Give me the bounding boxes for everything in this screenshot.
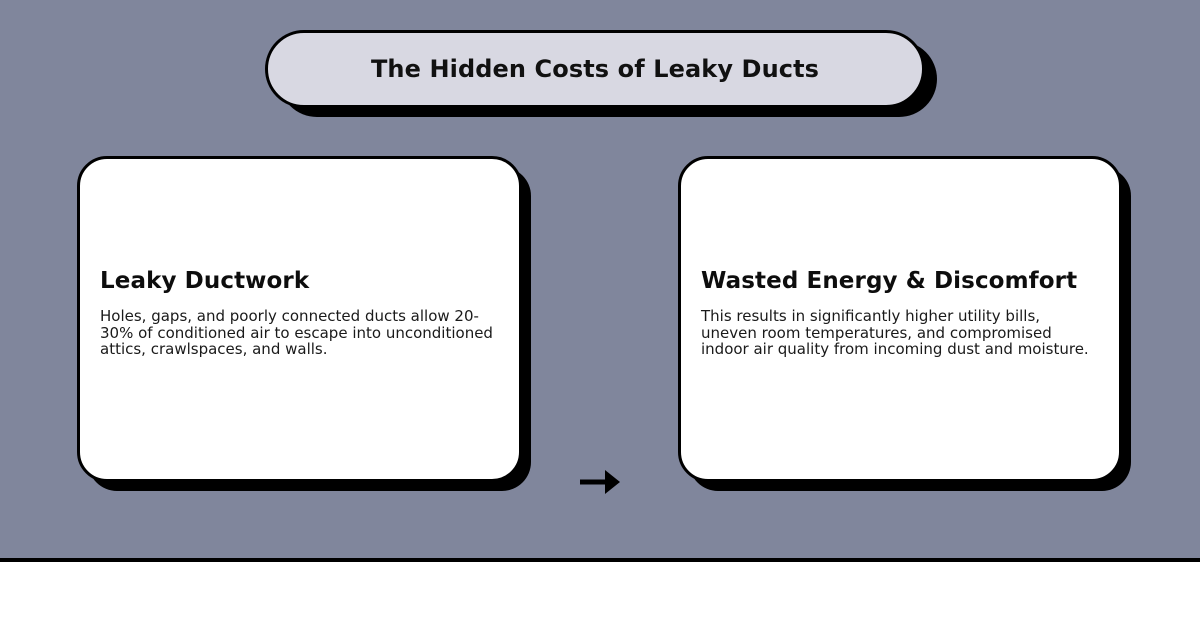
flow-step-body-1: Holes, gaps, and poorly connected ducts … [100, 307, 493, 359]
flow-step-card-1: Leaky Ductwork Holes, gaps, and poorly c… [77, 156, 522, 482]
flow-step-content-2: Wasted Energy & Discomfort This results … [701, 268, 1099, 358]
footer-strip [0, 566, 1200, 630]
flow-step-title-1: Leaky Ductwork [100, 268, 310, 295]
arrow-right-icon [560, 452, 640, 512]
flow-step-title-2: Wasted Energy & Discomfort [701, 268, 1078, 295]
page-title: The Hidden Costs of Leaky Ducts [370, 54, 820, 83]
flow-step-body-2: This results in significantly higher uti… [701, 307, 1089, 359]
flow-step-content-1: Leaky Ductwork Holes, gaps, and poorly c… [100, 268, 499, 358]
flow-step-card-2: Wasted Energy & Discomfort This results … [678, 156, 1122, 482]
title-pill: The Hidden Costs of Leaky Ducts [265, 30, 925, 108]
infographic-panel: The Hidden Costs of Leaky Ducts Leaky Du… [0, 0, 1200, 562]
flow-diagram: Leaky Ductwork Holes, gaps, and poorly c… [0, 156, 1200, 494]
